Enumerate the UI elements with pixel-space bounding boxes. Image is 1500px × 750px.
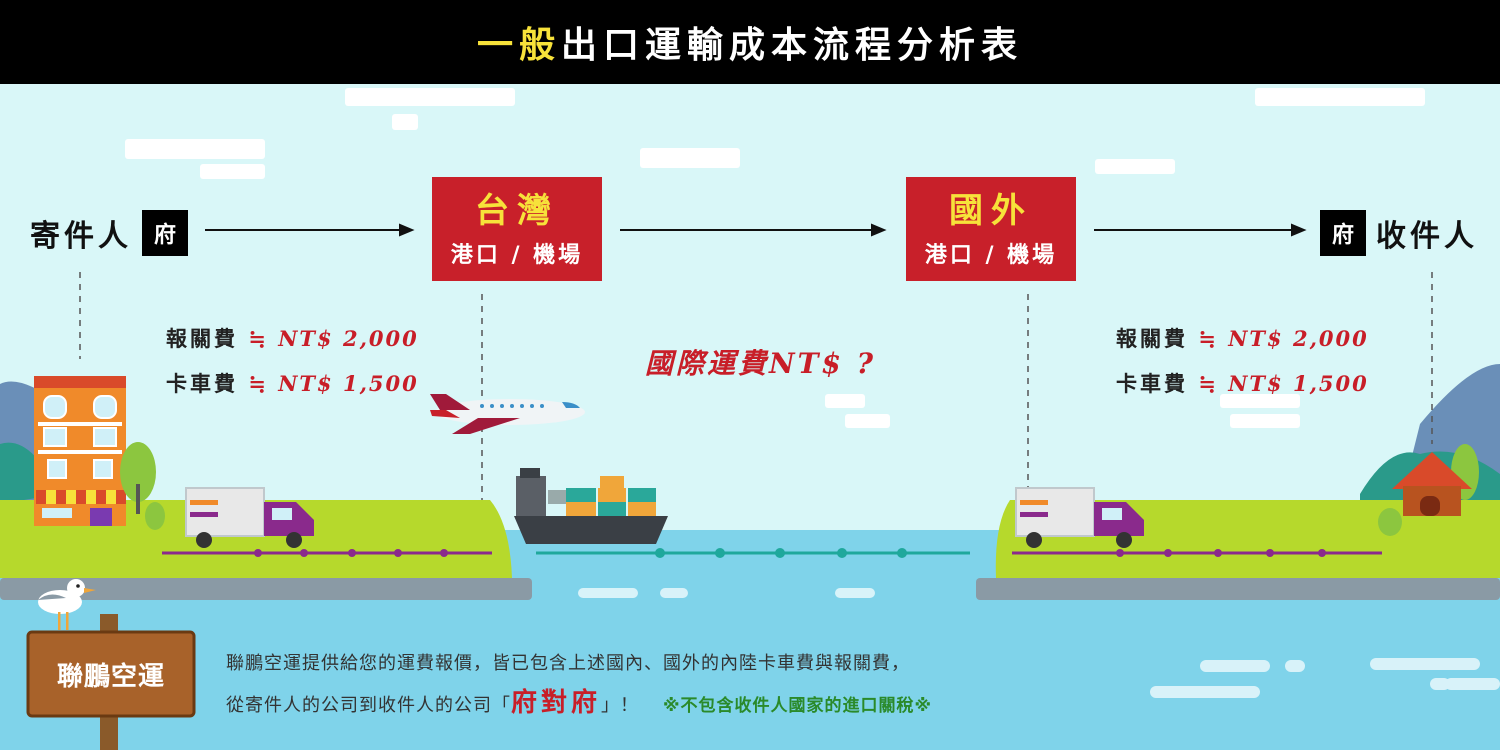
company-sign-text: 聯鵬空運 [56,661,165,692]
note-line-2: 從寄件人的公司到收件人的公司「府對府」！※不包含收件人國家的進口關稅※ [226,688,933,718]
road-right [1012,549,1382,557]
clouds [125,88,1425,428]
origin-port-box: 台灣 港口 / 機場 [432,177,602,281]
land-left [0,500,512,578]
page-title: 一般出口運輸成本流程分析表 [476,24,1024,66]
truck-right-icon [1015,487,1144,548]
receiver: 府 收件人 [1320,210,1478,256]
origin-port-subtitle: 港口 / 機場 [450,242,584,268]
door-to-door-text: 府對府 [511,688,602,718]
international-freight-label: 國際運費NT$ ? [645,347,877,380]
airplane-icon [430,394,585,434]
origin-port-title: 台灣 [475,191,559,231]
receiver-door-badge: 府 [1320,210,1366,256]
sender: 寄件人 府 [30,210,188,256]
destination-trucking-fee: 卡車費 ≒ NT$ 1,500 [1116,371,1369,396]
destination-port-box: 國外 港口 / 機場 [906,177,1076,281]
signpost-icon [26,614,196,750]
flow-arrows [205,223,1307,237]
note-line-1: 聯鵬空運提供給您的運費報價，皆已包含上述國內、國外的內陸卡車費與報關費， [226,653,910,674]
dock-right [976,578,1500,600]
destination-port-subtitle: 港口 / 機場 [924,242,1058,268]
receiver-label: 收件人 [1376,219,1478,254]
destination-port-title: 國外 [949,191,1033,231]
truck-left-icon [185,487,314,548]
exclusion-note: ※不包含收件人國家的進口關稅※ [663,696,933,716]
waves [578,588,1500,698]
guide-lines [79,272,1433,500]
seagull-icon [38,579,96,630]
dock-left [0,578,532,600]
origin-customs-fee: 報關費 ≒ NT$ 2,000 [166,326,419,351]
receiver-house-icon [1392,452,1472,516]
scene-illustration [0,88,1500,750]
sender-building-icon [34,376,126,526]
origin-trucking-fee: 卡車費 ≒ NT$ 1,500 [166,371,419,396]
sea-route [536,548,970,558]
sender-door-badge: 府 [142,210,188,256]
sender-label: 寄件人 [30,219,132,254]
tree-left-icon [120,442,165,530]
road-left [162,549,492,557]
title-bar: 一般出口運輸成本流程分析表 [0,0,1500,84]
cargo-ship-icon [514,468,668,544]
destination-customs-fee: 報關費 ≒ NT$ 2,000 [1116,326,1369,351]
